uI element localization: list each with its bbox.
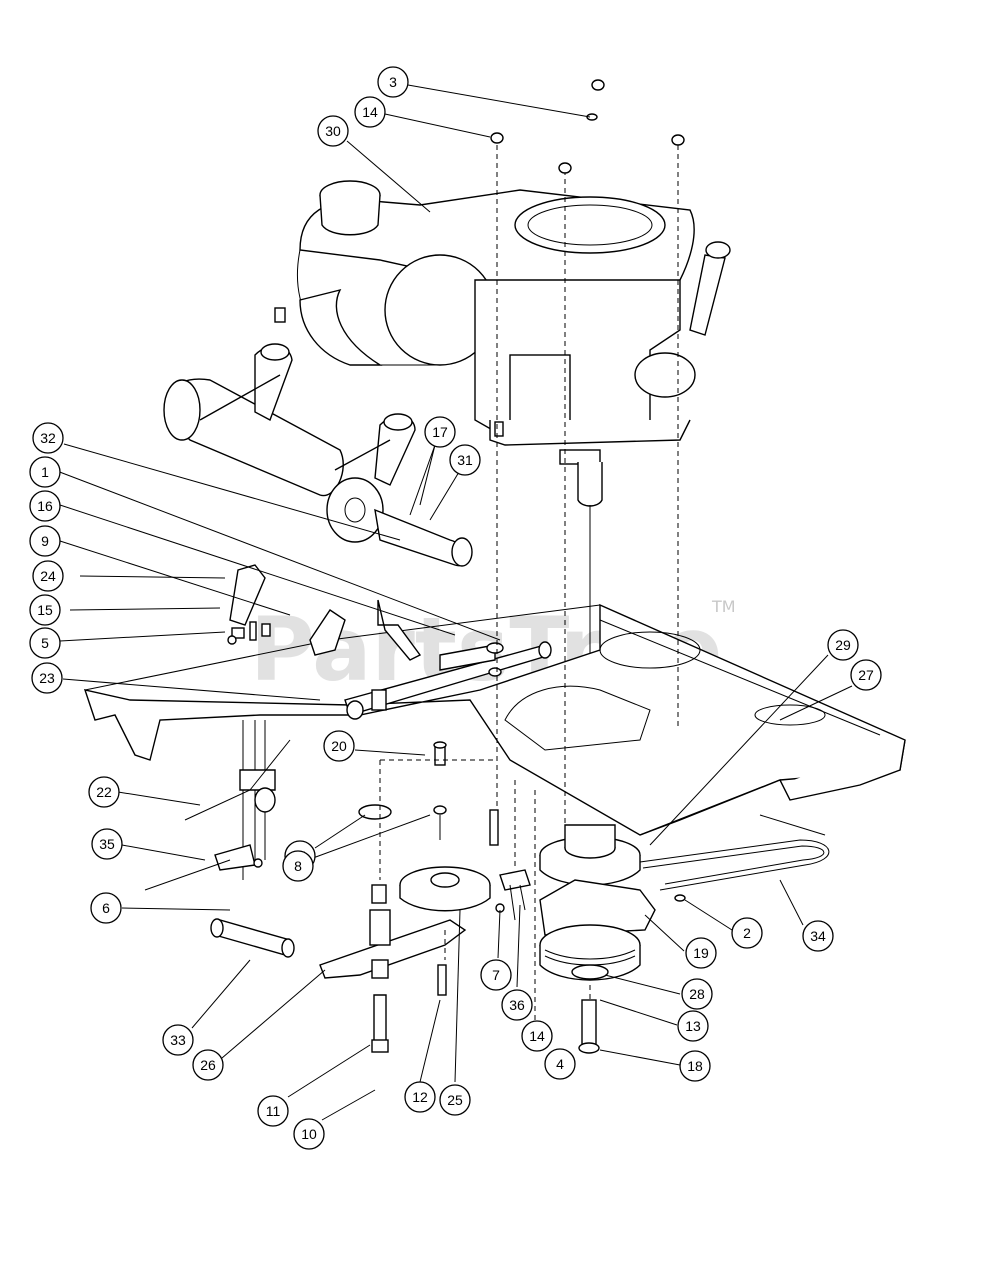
callout-4: 4	[544, 1048, 576, 1080]
alignment-lines	[379, 145, 679, 1030]
callout-22: 22	[88, 776, 120, 808]
callout-8-label: 8	[294, 858, 302, 874]
callout-3-label: 3	[389, 74, 397, 90]
callout-13-label: 13	[685, 1018, 701, 1034]
callout-1: 1	[29, 456, 61, 488]
callout-35-label: 35	[99, 836, 115, 852]
muffler	[163, 343, 473, 567]
callout-27: 27	[850, 659, 882, 691]
callout-11: 11	[257, 1095, 289, 1127]
callout-18-label: 18	[687, 1058, 703, 1074]
callout-16: 16	[29, 490, 61, 522]
callout-32-label: 32	[40, 430, 56, 446]
callout-28-label: 28	[689, 986, 705, 1002]
callout-6: 6	[90, 892, 122, 924]
callout-4-label: 4	[556, 1056, 564, 1072]
callout-20: 20	[323, 730, 355, 762]
callout-22-label: 22	[96, 784, 112, 800]
callout-29-label: 29	[835, 637, 851, 653]
callout-3: 3	[377, 66, 409, 98]
callout-14-bottom-label: 14	[529, 1028, 545, 1044]
callout-15: 15	[29, 594, 61, 626]
callout-9: 9	[29, 525, 61, 557]
callout-26-label: 26	[200, 1057, 216, 1073]
callout-27-label: 27	[858, 667, 874, 683]
callout-2: 2	[731, 917, 763, 949]
callout-12: 12	[404, 1081, 436, 1113]
callout-2-label: 2	[743, 925, 751, 941]
callout-25-label: 25	[447, 1092, 463, 1108]
callout-17: 17	[424, 416, 456, 448]
callout-18: 18	[679, 1050, 711, 1082]
callout-29: 29	[827, 629, 859, 661]
callout-20-label: 20	[331, 738, 347, 754]
callout-30-label: 30	[325, 123, 341, 139]
frame	[83, 599, 906, 836]
callout-31-label: 31	[457, 452, 473, 468]
callout-7: 7	[480, 959, 512, 991]
callout-23: 23	[31, 662, 63, 694]
callout-25: 25	[439, 1084, 471, 1116]
callout-30: 30	[317, 115, 349, 147]
callout-23-label: 23	[39, 670, 55, 686]
callout-10-label: 10	[301, 1126, 317, 1142]
callout-24-label: 24	[40, 568, 56, 584]
callout-6-label: 6	[102, 900, 110, 916]
callout-9-label: 9	[41, 533, 49, 549]
callout-34-label: 34	[810, 928, 826, 944]
callout-14-top-label: 14	[362, 104, 378, 120]
callout-5-label: 5	[41, 635, 49, 651]
callout-13: 13	[677, 1010, 709, 1042]
top-hardware	[490, 79, 685, 174]
callout-33: 33	[162, 1024, 194, 1056]
callout-36: 36	[501, 989, 533, 1021]
callout-11-label: 11	[266, 1103, 281, 1119]
callout-8: 8	[282, 850, 314, 882]
callout-19: 19	[685, 937, 717, 969]
control-linkage	[144, 564, 346, 891]
callout-7-label: 7	[492, 967, 500, 983]
callout-14-bottom: 14	[521, 1020, 553, 1052]
callout-34: 34	[802, 920, 834, 952]
watermark-trademark: TM	[711, 597, 736, 616]
callout-10: 10	[293, 1118, 325, 1150]
callout-31: 31	[449, 444, 481, 476]
callout-15-label: 15	[37, 602, 53, 618]
leader-lines	[56, 84, 853, 1121]
callout-14-top: 14	[354, 96, 386, 128]
callout-32: 32	[32, 422, 64, 454]
pulley-assembly	[210, 741, 830, 1054]
callout-26: 26	[192, 1049, 224, 1081]
callout-28: 28	[681, 978, 713, 1010]
callout-19-label: 19	[693, 945, 709, 961]
callout-16-label: 16	[37, 498, 53, 514]
callout-17-label: 17	[432, 424, 448, 440]
callout-36-label: 36	[509, 997, 525, 1013]
callout-24: 24	[32, 560, 64, 592]
callout-33-label: 33	[170, 1032, 186, 1048]
callout-35: 35	[91, 828, 123, 860]
callout-5: 5	[29, 627, 61, 659]
callout-1-label: 1	[41, 464, 49, 480]
callout-12-label: 12	[412, 1089, 428, 1105]
